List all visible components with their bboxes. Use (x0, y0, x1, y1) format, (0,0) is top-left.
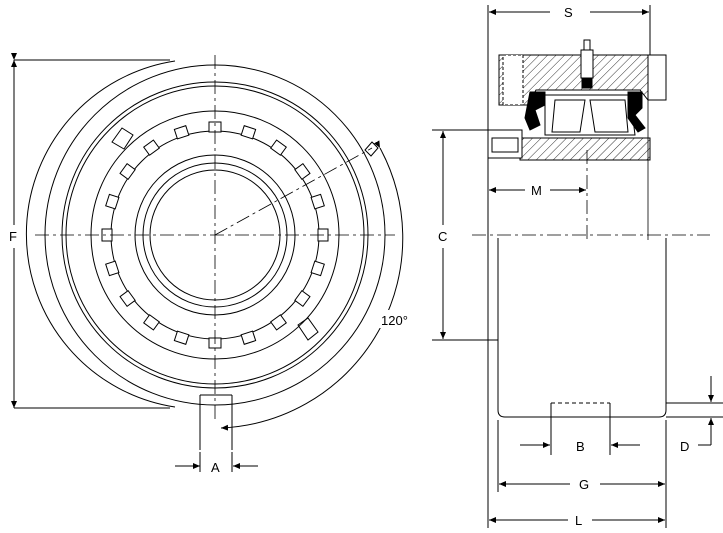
locking-tooth (240, 125, 257, 140)
locking-tooth (294, 290, 311, 307)
grease-slot-right (297, 317, 319, 341)
locking-tooth (270, 314, 287, 331)
locking-tooth (173, 125, 190, 140)
seal-right (627, 91, 646, 133)
locking-collar-inner (491, 137, 519, 153)
locking-tooth (270, 139, 287, 156)
inner-race (519, 137, 651, 161)
set-screw (502, 54, 524, 106)
dimension-c (432, 129, 488, 341)
dimension-l (487, 340, 667, 528)
dimension-a (175, 452, 258, 472)
front-view (14, 59, 386, 450)
seal-left (524, 91, 546, 131)
locking-tooth (143, 139, 160, 156)
locking-tooth (294, 163, 311, 180)
outer-flange-arc (25, 60, 176, 408)
locking-tooth (143, 314, 160, 331)
label-a: A (211, 460, 220, 475)
locking-tooth (173, 330, 190, 345)
label-g: G (579, 477, 589, 492)
housing-end (647, 54, 667, 101)
locking-collar (487, 129, 523, 159)
label-b: B (576, 439, 585, 454)
label-f: F (9, 229, 17, 244)
dimension-s (487, 5, 651, 130)
locking-tooth (105, 193, 120, 210)
label-m: M (531, 183, 542, 198)
dimension-g (497, 420, 667, 492)
side-centerlines (472, 55, 710, 240)
grease-slot-left (111, 127, 134, 150)
roller-2 (589, 99, 629, 133)
side-view (487, 39, 667, 418)
roller (551, 99, 586, 133)
label-angle: 120° (381, 313, 408, 328)
dimension-m (487, 187, 586, 200)
label-l: L (575, 513, 582, 528)
locking-tooth (105, 260, 120, 277)
front-centerlines (35, 55, 395, 420)
grease-fitting (364, 141, 379, 157)
dimension-b (520, 402, 640, 455)
angle-arc (220, 140, 404, 431)
outer-flange (14, 59, 170, 409)
base-slot (199, 394, 233, 450)
locking-tooth (240, 330, 257, 345)
locking-tooth (310, 260, 325, 277)
locking-tooth (119, 163, 136, 180)
grease-nipple (580, 49, 594, 79)
dimension-d (666, 376, 723, 446)
collar-lower (487, 130, 498, 341)
locking-tooth (119, 290, 136, 307)
label-d: D (680, 439, 689, 454)
label-c: C (438, 229, 447, 244)
locking-tooth (310, 193, 325, 210)
housing-body (497, 238, 667, 418)
label-s: S (564, 5, 573, 20)
